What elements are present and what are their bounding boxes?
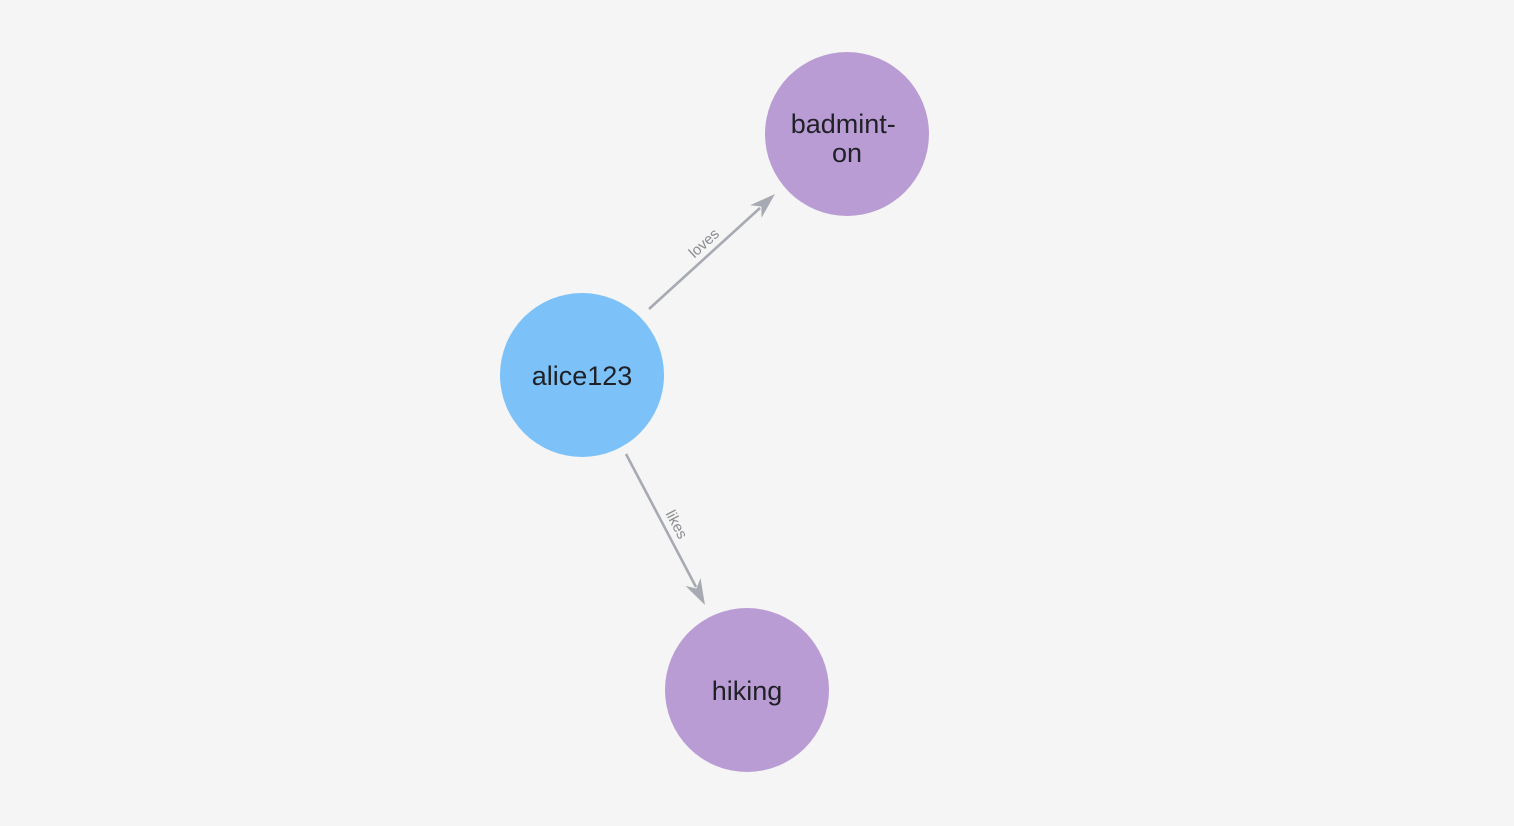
- node-alice123[interactable]: alice123: [500, 293, 664, 457]
- edge-label-loves[interactable]: loves: [686, 225, 723, 261]
- node-alice123-label: alice123: [532, 361, 633, 391]
- node-hiking-circle[interactable]: [665, 608, 829, 772]
- node-badminton-label-line2: on: [832, 138, 862, 168]
- node-badminton-circle[interactable]: [765, 52, 929, 216]
- node-badminton-label: badmint- on: [791, 109, 904, 168]
- node-badminton-label-line1: badmint-: [791, 109, 896, 139]
- node-hiking-label: hiking: [712, 676, 783, 706]
- arrowhead-icon: [750, 194, 775, 218]
- node-badminton[interactable]: badmint- on: [765, 52, 929, 216]
- arrowhead-icon: [685, 578, 705, 605]
- edge-loves[interactable]: loves: [648, 188, 781, 310]
- node-hiking[interactable]: hiking: [665, 608, 829, 772]
- edge-likes[interactable]: likes: [624, 453, 713, 609]
- node-alice123-circle[interactable]: [500, 293, 664, 457]
- edge-label-likes[interactable]: likes: [662, 507, 691, 541]
- edge-loves-line[interactable]: [648, 207, 761, 310]
- edge-likes-line[interactable]: [624, 453, 698, 588]
